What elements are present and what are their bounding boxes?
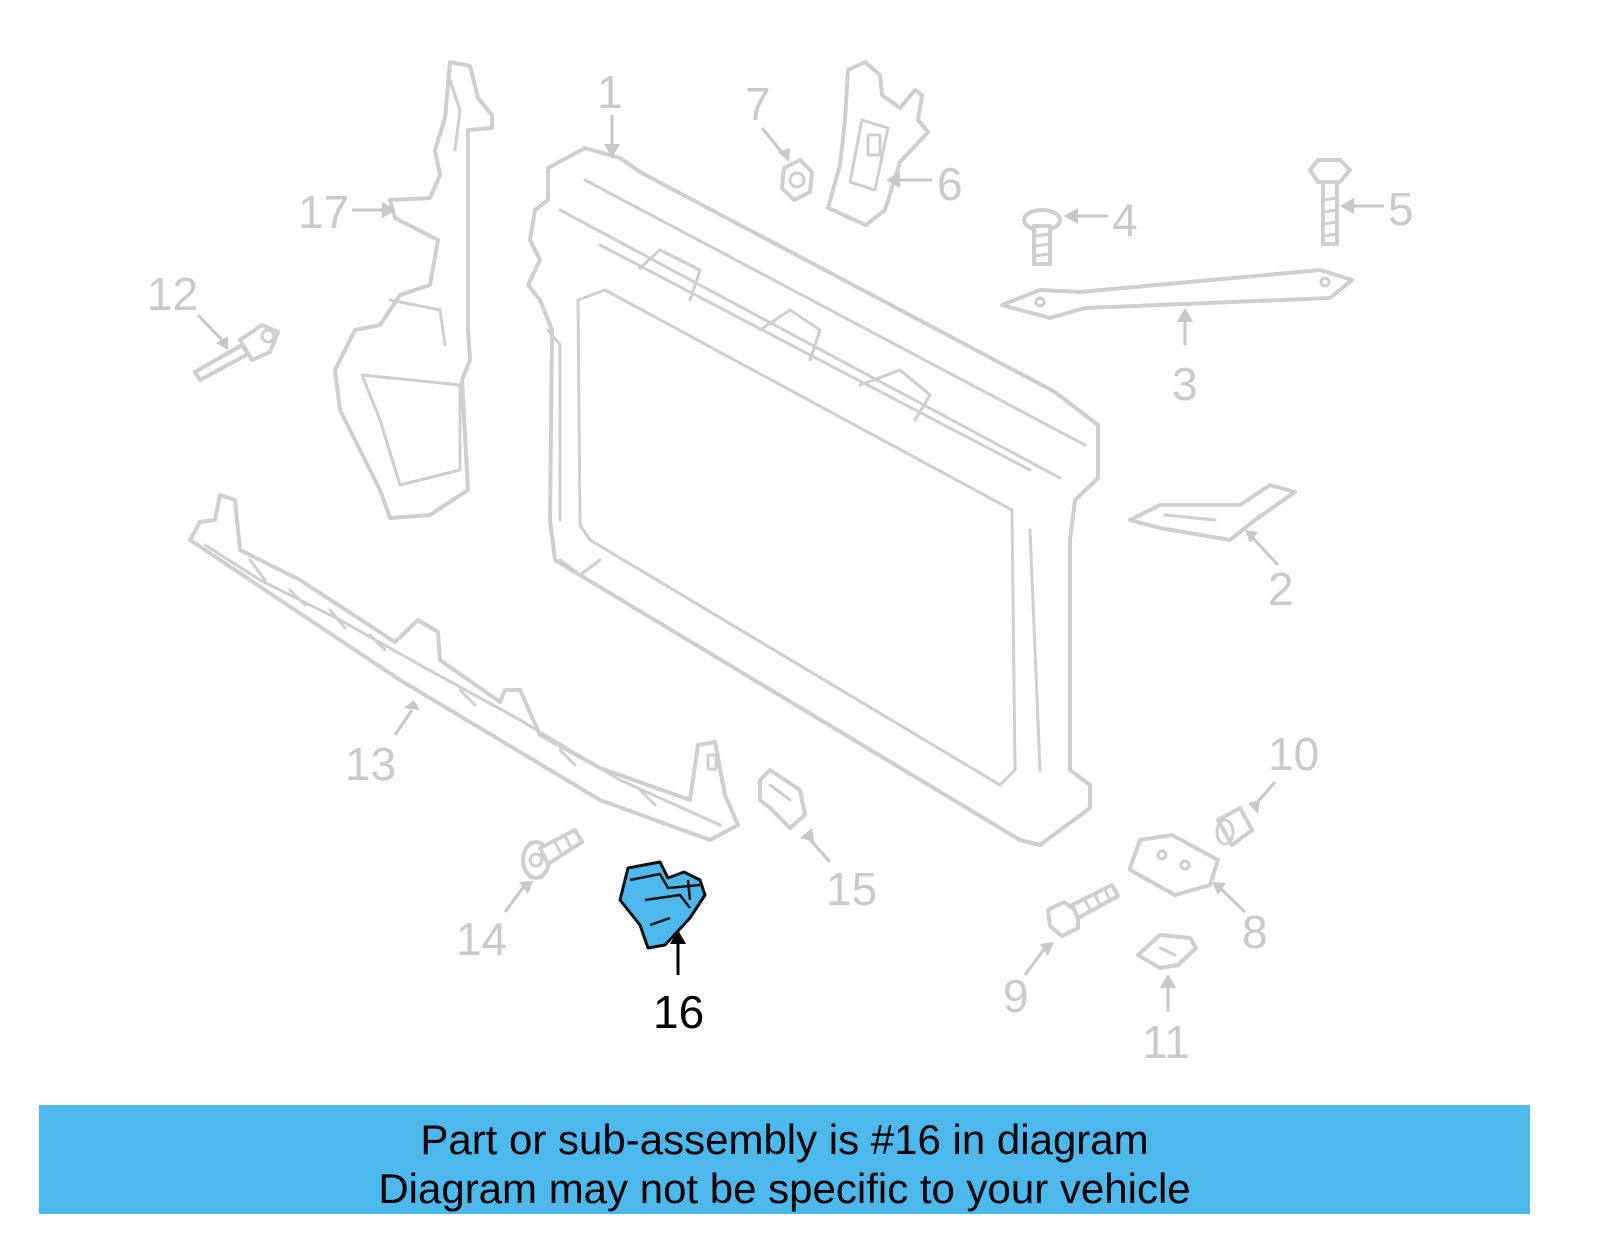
callout-17: 17 xyxy=(298,186,396,238)
callout-5: 5 xyxy=(1340,183,1414,235)
svg-text:13: 13 xyxy=(345,738,396,790)
svg-text:17: 17 xyxy=(298,186,349,238)
svg-text:7: 7 xyxy=(745,78,771,130)
part-7-nut[interactable] xyxy=(780,158,814,202)
svg-text:14: 14 xyxy=(456,913,507,965)
callout-10: 10 xyxy=(1248,728,1319,814)
svg-text:2: 2 xyxy=(1268,563,1294,615)
svg-text:9: 9 xyxy=(1003,970,1029,1022)
part-16-highlighted-bracket[interactable] xyxy=(618,860,707,950)
svg-text:16: 16 xyxy=(653,986,704,1038)
svg-text:6: 6 xyxy=(937,158,963,210)
part-4-bolt[interactable] xyxy=(1022,208,1062,266)
callout-7: 7 xyxy=(745,78,790,162)
callout-2: 2 xyxy=(1245,530,1294,615)
info-banner: Part or sub-assembly is #16 in diagram D… xyxy=(39,1105,1530,1214)
part-15-clip-bracket[interactable] xyxy=(758,768,807,830)
callout-14: 14 xyxy=(456,881,533,965)
callout-12: 12 xyxy=(147,268,228,350)
banner-line-disclaimer: Diagram may not be specific to your vehi… xyxy=(378,1165,1191,1212)
svg-text:11: 11 xyxy=(1142,1016,1190,1068)
part-2-bracket[interactable] xyxy=(1128,483,1297,542)
callout-15: 15 xyxy=(800,828,877,915)
part-9-bolt[interactable] xyxy=(1046,883,1120,938)
callout-9: 9 xyxy=(1003,942,1054,1022)
svg-text:1: 1 xyxy=(597,66,623,118)
svg-text:3: 3 xyxy=(1172,358,1198,410)
callout-16: 16 xyxy=(653,930,704,1038)
svg-text:12: 12 xyxy=(147,268,198,320)
part-14-bolt[interactable] xyxy=(521,828,584,880)
part-10-clip-nut[interactable] xyxy=(1215,806,1254,847)
callout-6: 6 xyxy=(886,158,963,210)
svg-text:5: 5 xyxy=(1388,183,1414,235)
part-3-tie-bar[interactable] xyxy=(1000,268,1354,320)
part-5-bolt[interactable] xyxy=(1308,158,1352,246)
svg-text:8: 8 xyxy=(1242,906,1268,958)
callout-11: 11 xyxy=(1142,974,1190,1068)
callout-3: 3 xyxy=(1172,308,1198,410)
banner-line-part-number: Part or sub-assembly is #16 in diagram xyxy=(420,1116,1149,1163)
part-12-push-pin[interactable] xyxy=(193,323,280,382)
part-13-lower-stiffener[interactable] xyxy=(188,493,740,842)
svg-text:15: 15 xyxy=(826,863,877,915)
callout-4: 4 xyxy=(1064,194,1138,246)
part-1-radiator-support[interactable] xyxy=(526,146,1100,847)
part-11-clip[interactable] xyxy=(1136,933,1198,970)
part-6-latch-bracket[interactable] xyxy=(826,60,930,227)
svg-text:4: 4 xyxy=(1112,194,1138,246)
callout-8: 8 xyxy=(1212,882,1268,958)
callout-13: 13 xyxy=(345,700,420,790)
svg-text:10: 10 xyxy=(1268,728,1319,780)
part-8-plate[interactable] xyxy=(1128,833,1220,897)
part-17-air-guide[interactable] xyxy=(333,60,494,520)
callout-1: 1 xyxy=(597,66,623,158)
